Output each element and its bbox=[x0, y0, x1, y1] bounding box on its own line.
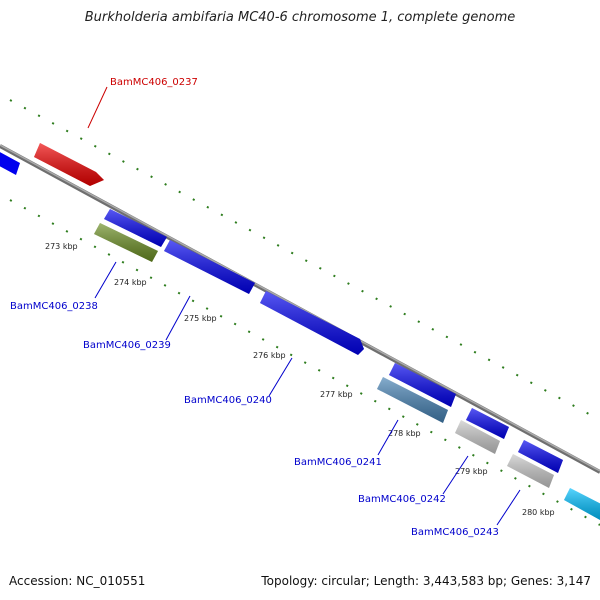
gene-label-0242[interactable]: BamMC406_0242 bbox=[358, 494, 446, 505]
inner-tick-ring bbox=[9, 199, 600, 526]
leader-0237 bbox=[87, 86, 108, 129]
leader-0241 bbox=[377, 419, 399, 456]
tick-label-278: 278 kbp bbox=[388, 429, 421, 438]
gene-partial-left[interactable] bbox=[0, 150, 20, 175]
gene-label-0241[interactable]: BamMC406_0241 bbox=[294, 457, 382, 468]
tick-label-277: 277 kbp bbox=[320, 390, 353, 399]
leader-0240 bbox=[268, 357, 293, 397]
gene-label-0238[interactable]: BamMC406_0238 bbox=[10, 301, 98, 312]
accession-text: Accession: NC_010551 bbox=[9, 574, 146, 588]
tick-label-274: 274 kbp bbox=[114, 278, 147, 287]
backbone-highlight bbox=[0, 144, 600, 472]
gene-BamMC406_0240[interactable] bbox=[260, 291, 364, 355]
gene-BamMC406_0239[interactable] bbox=[164, 240, 255, 294]
gene-label-0240[interactable]: BamMC406_0240 bbox=[184, 395, 272, 406]
gene-BamMC406_0241[interactable] bbox=[377, 377, 448, 423]
gene-forward-b[interactable] bbox=[389, 363, 456, 407]
outer-tick-ring bbox=[9, 99, 600, 421]
genome-summary-text: Topology: circular; Length: 3,443,583 bp… bbox=[261, 574, 591, 588]
gene-BamMC406_0237[interactable] bbox=[34, 143, 104, 186]
tick-label-273: 273 kbp bbox=[45, 242, 78, 251]
tick-label-279: 279 kbp bbox=[455, 467, 488, 476]
gene-label-0237[interactable]: BamMC406_0237 bbox=[110, 77, 198, 88]
tick-label-276: 276 kbp bbox=[253, 351, 286, 360]
gene-forward-d[interactable] bbox=[518, 440, 563, 473]
tick-label-280: 280 kbp bbox=[522, 508, 555, 517]
map-title: Burkholderia ambifaria MC40-6 chromosome… bbox=[84, 10, 516, 25]
leader-0239 bbox=[165, 295, 191, 341]
leader-0238 bbox=[94, 261, 117, 299]
gene-forward-a[interactable] bbox=[104, 209, 167, 247]
leader-0242 bbox=[442, 455, 469, 495]
gene-BamMC406_0242[interactable] bbox=[455, 420, 500, 454]
gene-label-0243[interactable]: BamMC406_0243 bbox=[411, 527, 499, 538]
leader-0243 bbox=[496, 489, 521, 526]
gene-BamMC406_0238[interactable] bbox=[94, 223, 158, 262]
tick-label-275: 275 kbp bbox=[184, 314, 217, 323]
gene-forward-c[interactable] bbox=[466, 408, 509, 439]
gene-label-0239[interactable]: BamMC406_0239 bbox=[83, 340, 171, 351]
gene-BamMC406_0243[interactable] bbox=[507, 454, 554, 488]
gene-partial-right[interactable] bbox=[564, 488, 600, 520]
